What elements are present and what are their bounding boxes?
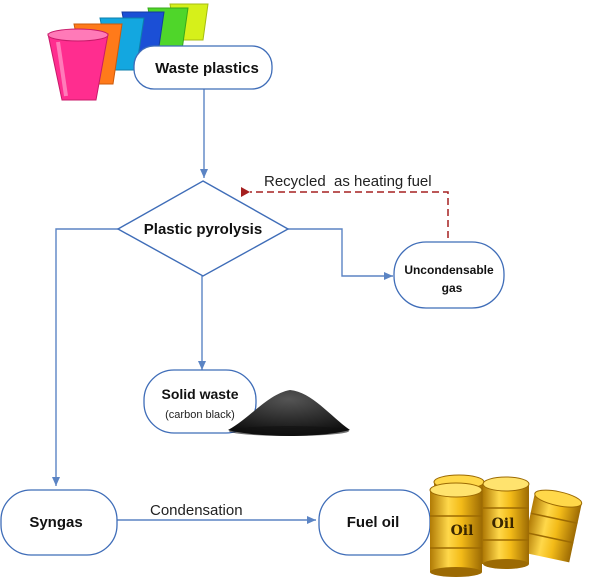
flow-connectors	[52, 88, 393, 524]
oil-drums-image: Oil Oil	[429, 474, 583, 577]
node-plastic-pyrolysis: Plastic pyrolysis	[116, 180, 290, 277]
syngas-label: Syngas	[29, 514, 82, 531]
solid-waste-sublabel: (carbon black)	[165, 409, 235, 421]
node-waste-plastics: Waste plastics	[133, 45, 273, 90]
node-uncondensable-gas: Uncondensable gas	[393, 241, 505, 309]
uncondensable-gas-label-line1: Uncondensable	[404, 263, 494, 277]
plastic-pyrolysis-label: Plastic pyrolysis	[144, 221, 262, 238]
waste-plastics-label: Waste plastics	[155, 60, 259, 77]
arrow-pyrolysis-to-uncondensable	[288, 228, 393, 280]
recycle-dashed-arrow	[241, 187, 449, 238]
solid-waste-label: Solid waste	[161, 386, 238, 402]
drum-label-1: Oil	[451, 523, 474, 539]
fuel-oil-label: Fuel oil	[347, 514, 400, 531]
node-fuel-oil: Fuel oil	[318, 489, 431, 556]
arrow-pyrolysis-to-syngas	[52, 228, 118, 486]
node-syngas: Syngas	[0, 489, 118, 556]
drum-label-2: Oil	[492, 516, 515, 532]
uncondensable-gas-label-line2: gas	[442, 281, 463, 295]
carbon-black-pile-image	[228, 390, 350, 436]
recycled-label: Recycled as heating fuel	[264, 173, 432, 190]
condensation-label: Condensation	[150, 502, 243, 519]
node-solid-waste: Solid waste (carbon black)	[143, 369, 257, 434]
plastic-cups-image	[47, 3, 209, 101]
